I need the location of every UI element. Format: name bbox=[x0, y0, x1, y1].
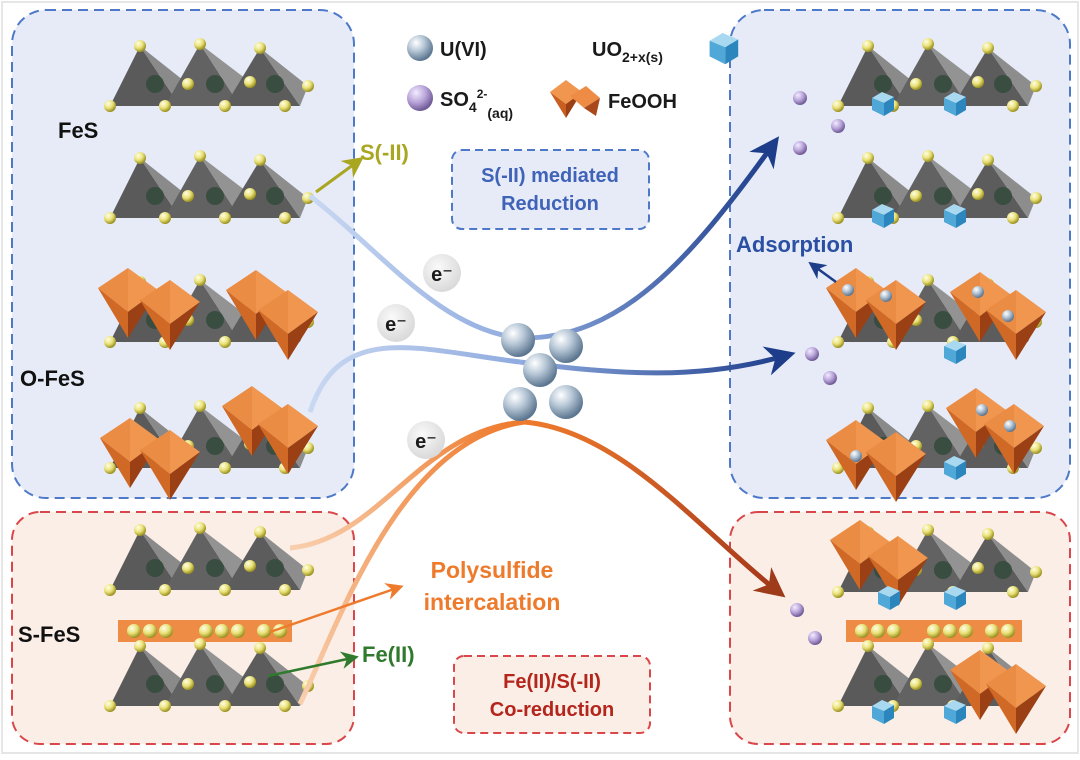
electron-label: e⁻ bbox=[385, 314, 407, 336]
co-reduction-arrow bbox=[523, 419, 786, 598]
sfes-electron-path-1 bbox=[289, 419, 525, 551]
fes-electron-path bbox=[308, 194, 521, 341]
polysulfide-sphere bbox=[943, 624, 957, 638]
co-reduction-line1: Fe(II)/S(-II) bbox=[503, 671, 601, 693]
adsorbed-u-sphere bbox=[1002, 310, 1014, 322]
ofes-electron-path bbox=[307, 345, 521, 413]
adsorbed-u-sphere bbox=[842, 284, 854, 296]
sulfate-sphere bbox=[823, 371, 837, 385]
legend-uo2-sub: 2+x(s) bbox=[622, 49, 663, 65]
legend-so4-sub2: (aq) bbox=[487, 105, 513, 121]
adsorbed-u-sphere bbox=[1004, 420, 1016, 432]
polysulfide-sphere bbox=[143, 624, 157, 638]
u6-sphere bbox=[549, 385, 583, 419]
u6-sphere bbox=[523, 353, 557, 387]
legend-so4-label: SO42- (aq) bbox=[440, 87, 513, 121]
co-reduction-line2: Co-reduction bbox=[490, 699, 614, 721]
electron-label: e⁻ bbox=[415, 431, 437, 453]
electron-badge bbox=[407, 421, 445, 459]
polysulfide-sphere bbox=[199, 624, 213, 638]
u6-sphere bbox=[549, 329, 583, 363]
co-reduction-box bbox=[453, 655, 651, 734]
adsorbed-u-sphere bbox=[972, 286, 984, 298]
fe-ii-release-arrow bbox=[267, 651, 359, 678]
polysulfide-sphere bbox=[257, 624, 271, 638]
s-ii-label: S(-II) bbox=[360, 140, 409, 165]
sulfate-sphere bbox=[793, 91, 807, 105]
adsorbed-u-sphere bbox=[976, 404, 988, 416]
legend-uo2-main: UO bbox=[592, 39, 622, 61]
ofes-reduction-arrow bbox=[519, 346, 796, 376]
polysulfide-label-line2: intercalation bbox=[424, 589, 561, 615]
polysulfide-sphere bbox=[1001, 624, 1015, 638]
polysulfide-chain-left bbox=[127, 624, 287, 638]
legend-feooh-label: FeOOH bbox=[608, 91, 677, 113]
polysulfide-sphere bbox=[231, 624, 245, 638]
product-panel-top bbox=[729, 9, 1071, 499]
adsorption-arrow bbox=[808, 261, 837, 284]
legend-so4-sub: 4 bbox=[469, 99, 477, 115]
polysulfide-sphere bbox=[887, 624, 901, 638]
polysulfide-sphere bbox=[927, 624, 941, 638]
legend-so4-sup: 2- bbox=[477, 87, 488, 101]
polysulfide-arrow bbox=[269, 583, 404, 634]
polysulfide-sphere bbox=[159, 624, 173, 638]
legend-so4-main: SO bbox=[440, 89, 469, 111]
polysulfide-sphere bbox=[215, 624, 229, 638]
fes-panel bbox=[11, 9, 355, 499]
s-mediated-reduction-box bbox=[451, 149, 650, 230]
u6-sphere bbox=[501, 323, 535, 357]
polysulfide-sphere bbox=[985, 624, 999, 638]
polysulfide-sphere bbox=[127, 624, 141, 638]
sulfate-sphere bbox=[793, 141, 807, 155]
ofes-label: O-FeS bbox=[20, 366, 85, 391]
polysulfide-sphere bbox=[855, 624, 869, 638]
electron-badge bbox=[377, 304, 415, 342]
polysulfide-label-line1: Polysulfide bbox=[431, 557, 554, 583]
electron-label: e⁻ bbox=[431, 264, 453, 286]
legend-feooh-icon bbox=[550, 80, 600, 118]
s-mediated-line1: S(-II) mediated bbox=[481, 165, 619, 187]
sulfate-sphere bbox=[790, 603, 804, 617]
sulfate-sphere bbox=[805, 347, 819, 361]
sulfate-sphere bbox=[808, 631, 822, 645]
legend-u6-sphere bbox=[407, 35, 433, 61]
legend-so4-sphere bbox=[407, 85, 433, 111]
adsorbed-u-sphere bbox=[880, 290, 892, 302]
legend-uo2-label: UO2+x(s) bbox=[592, 39, 663, 65]
polysulfide-sphere bbox=[871, 624, 885, 638]
sulfate-sphere bbox=[831, 119, 845, 133]
polysulfide-chain-right bbox=[855, 624, 1015, 638]
s-ii-release-arrow bbox=[315, 157, 364, 194]
s-mediated-line2: Reduction bbox=[501, 193, 599, 215]
electron-badge bbox=[423, 254, 461, 292]
sfes-label: S-FeS bbox=[18, 622, 80, 647]
polysulfide-sphere bbox=[959, 624, 973, 638]
u6-sphere bbox=[503, 387, 537, 421]
adsorbed-u-sphere bbox=[850, 450, 862, 462]
fes-label: FeS bbox=[58, 118, 98, 143]
fe-ii-label: Fe(II) bbox=[362, 642, 415, 667]
adsorption-label: Adsorption bbox=[736, 232, 853, 257]
legend-u6-label: U(VI) bbox=[440, 39, 487, 61]
